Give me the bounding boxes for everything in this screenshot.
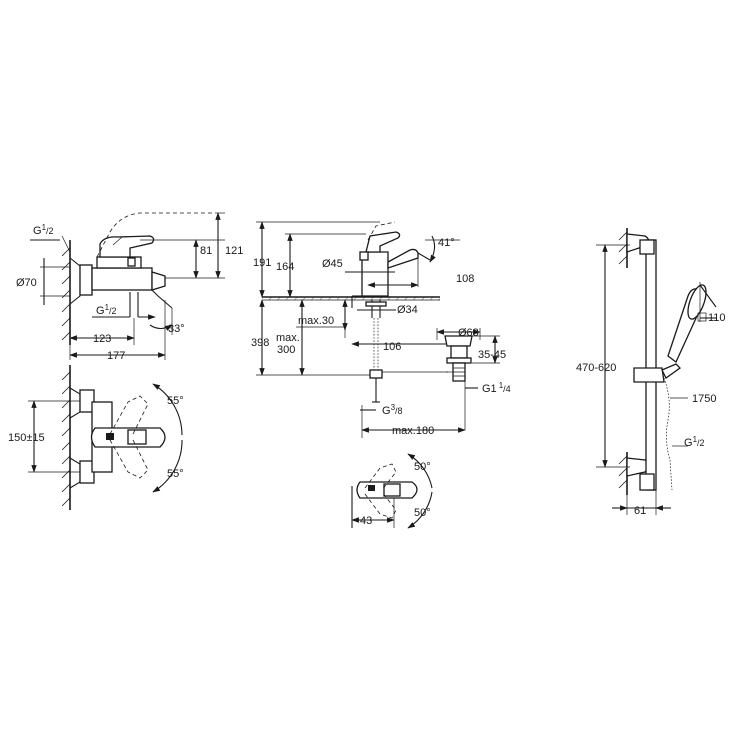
dim-label-41deg: 41°: [438, 237, 455, 249]
shower-hose: [663, 377, 673, 491]
basin-spout: [387, 248, 419, 269]
wall-hatch: [61, 371, 71, 507]
dim-leader-110: [699, 284, 717, 308]
waste-body: [450, 345, 468, 359]
dim-label-106: 106: [383, 341, 401, 353]
dim-label-55deg-top: 55°: [167, 395, 184, 407]
dim-label-123: 123: [93, 333, 111, 345]
dim-label-110: 110: [708, 312, 726, 324]
dim-label-150: 150±15: [8, 432, 45, 444]
dim-label-o45: Ø45: [322, 258, 343, 270]
spout-flow-line: [151, 289, 173, 309]
rail-cap-bottom: [639, 473, 655, 491]
shower-rail: [645, 239, 657, 491]
bath-mixer-side-view: 81 121 G1/2 Ø70 G1/2 33° 123 177: [16, 212, 243, 362]
basin-mixer-top-view: 50° 50° 43: [351, 453, 433, 529]
lever-rotated-down: [109, 437, 149, 479]
logo-plate: [106, 433, 114, 440]
deck-hatch: [262, 297, 440, 300]
dim-label-50deg-top: 50°: [414, 461, 431, 473]
dim-label-191: 191: [253, 257, 271, 269]
wall-hatch-top: [618, 231, 628, 265]
arc-55-bottom: [152, 439, 183, 493]
dim-label-50deg-bottom: 50°: [414, 507, 431, 519]
dim-label-o70: Ø70: [16, 277, 37, 289]
arc-50-bottom: [407, 491, 433, 529]
fixing-plate: [365, 301, 387, 307]
lever-handle: [99, 235, 155, 258]
dim-label-43: 43: [360, 515, 372, 527]
dim-label-o34: Ø34: [397, 304, 418, 316]
basin-lever: [365, 231, 401, 253]
wall-hatch-bottom: [618, 455, 628, 489]
dim-label-o63: Ø63: [458, 327, 479, 339]
dim-label-g38: G3/8: [382, 403, 403, 417]
wall-hatch: [61, 247, 71, 341]
waste-thread: [453, 367, 465, 377]
dim-label-33deg: 33°: [168, 323, 185, 335]
angle-arc-33: [149, 324, 173, 331]
lever-open-outline: [96, 212, 215, 258]
dim-label-g12-lower: G1/2: [96, 303, 117, 317]
dim-label-177: 177: [107, 350, 125, 362]
eccentric-top: [69, 387, 81, 419]
spout: [151, 271, 166, 291]
dim-label-108: 108: [456, 273, 474, 285]
lever-open-outline: [367, 221, 396, 241]
angle-ref-line: [417, 252, 431, 261]
dim-label-3545: 35-45: [478, 349, 506, 361]
lever-insert-top: [383, 483, 401, 497]
arc-55-top: [152, 383, 183, 436]
dim-label-81: 81: [200, 245, 212, 257]
dim-label-1750: 1750: [692, 393, 716, 405]
waste-nut: [446, 357, 472, 364]
escutcheon: [79, 264, 93, 296]
shower-rail-set: 110 1750 G1/2 470-620 61: [576, 228, 726, 517]
hand-shower-head: [687, 284, 707, 320]
dim-label-max180: max.180: [392, 425, 434, 437]
wall-bracket: [69, 257, 81, 305]
waste-flange: [444, 335, 473, 347]
leader-line: [61, 235, 71, 253]
angle-arc-41: [429, 235, 436, 263]
mixer-body: [91, 267, 153, 291]
hose-nut: [369, 369, 383, 379]
dim-label-398: 398: [251, 337, 269, 349]
bath-mixer-front-view: 55° 55° 150±15: [8, 365, 184, 510]
dim-label-55deg-bottom: 55°: [167, 468, 184, 480]
rail-bracket-bottom: [626, 457, 650, 477]
dim-label-61: 61: [634, 505, 646, 517]
lever-highlight: [112, 236, 123, 246]
dim-label-164: 164: [276, 261, 294, 273]
dim-label-max300-b: 300: [277, 344, 295, 356]
square-symbol: [697, 312, 707, 322]
slider-holder: [661, 363, 682, 379]
lever-insert: [127, 429, 147, 445]
dim-label-max300-a: max.: [276, 332, 300, 344]
arc-50-top: [407, 453, 433, 489]
dim-label-shower-g12: G1/2: [684, 435, 705, 449]
dim-label-121: 121: [225, 245, 243, 257]
lever-rotated-up: [109, 395, 149, 437]
dim-label-max30: max.30: [298, 315, 334, 327]
dim-label-g12: G1/2: [33, 223, 54, 237]
pop-up-knob: [359, 251, 369, 261]
basin-mixer-side-view: 191 164 Ø45 41° 108 Ø34 max.30 398 max. …: [251, 221, 511, 438]
lever-rotated-up: [364, 463, 397, 491]
eccentric-bottom: [69, 457, 81, 489]
logo-plate-top: [368, 485, 375, 491]
slider: [633, 367, 665, 383]
rail-cap-top: [639, 239, 655, 255]
dim-label-470620: 470-620: [576, 362, 616, 374]
diverter-knob: [127, 257, 136, 267]
